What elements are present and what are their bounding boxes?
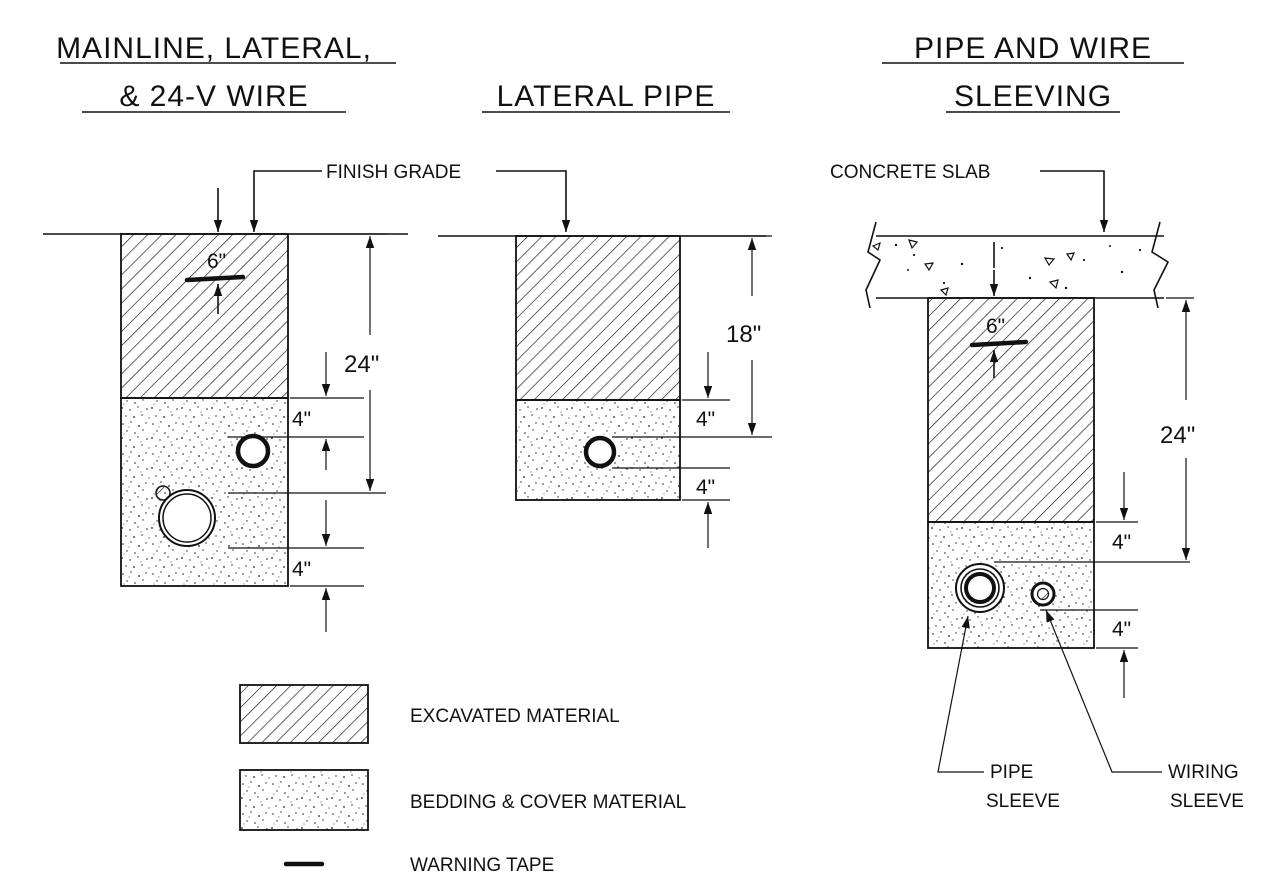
pipe-sleeve-label-line1: PIPE (990, 762, 1033, 783)
lateral-pipe (235, 433, 271, 469)
legend: EXCAVATED MATERIAL BEDDING & COVER MATER… (239, 684, 686, 876)
mainline-trench-detail: 6" 24" 4" 4" (43, 188, 408, 632)
mainline-title-line1: MAINLINE, LATERAL, (56, 32, 372, 65)
concrete-slab-leader (1040, 170, 1109, 232)
wiring-sleeve-label-line1: WIRING (1168, 762, 1239, 783)
mainline-pipe-inner (162, 493, 212, 543)
lateral-bottom-clearance-label: 4" (696, 476, 715, 499)
slab-break-right (1151, 221, 1170, 309)
wiring-sleeve-label-line2: SLEEVE (1170, 791, 1244, 812)
mainline-depth-label: 24" (344, 351, 379, 378)
excavated-fill (120, 233, 289, 399)
concrete-aggregate (894, 243, 1142, 290)
legend-excavated-label: EXCAVATED MATERIAL (410, 706, 620, 727)
concrete-aggregate-triangles (871, 239, 1075, 297)
bedding-fill (927, 521, 1095, 649)
lateral-trench-detail: 18" 4" 4" (438, 235, 772, 548)
warning-tape-mark (969, 339, 1029, 348)
legend-bedding-label: BEDDING & COVER MATERIAL (410, 792, 686, 813)
finish-grade-leader-right (496, 170, 571, 232)
lateral-pipe (583, 435, 617, 469)
excavated-fill (515, 235, 681, 401)
legend-excavated-swatch (239, 684, 369, 744)
pipe-sleeve-leader (937, 615, 984, 773)
tape-depth-label: 6" (207, 250, 226, 273)
finish-grade-label: FINISH GRADE (326, 162, 461, 183)
lateral-title: LATERAL PIPE (497, 80, 716, 113)
sleeving-title-line2: SLEEVING (954, 80, 1112, 113)
wiring-sleeve-leader (1045, 609, 1162, 773)
pipe-sleeve-label-line2: SLEEVE (986, 791, 1060, 812)
mainline-title-line2: & 24-V WIRE (119, 80, 308, 113)
lateral-top-clearance-label: 4" (696, 408, 715, 431)
sleeve-top-clearance-label: 4" (1112, 531, 1131, 554)
sleeve-depth-label: 24" (1160, 422, 1195, 449)
legend-bedding-swatch (239, 769, 369, 831)
sleeving-detail: CONCRETE SLAB 6" (830, 162, 1244, 812)
warning-tape-mark (184, 274, 246, 283)
legend-warning-tape-label: WARNING TAPE (410, 855, 554, 876)
excavated-fill (927, 297, 1095, 523)
sleeving-title-line1: PIPE AND WIRE (914, 32, 1152, 65)
concrete-slab-label: CONCRETE SLAB (830, 162, 990, 183)
wire-bundle (155, 485, 171, 501)
wiring-bundle (1036, 587, 1050, 601)
pipe-sleeve-inner-pipe (964, 572, 996, 604)
main-clearance-label: 4" (292, 558, 311, 581)
finish-grade-leader-left (249, 170, 322, 232)
bedding-fill (120, 397, 289, 587)
lateral-clearance-label: 4" (292, 408, 311, 431)
slab-break-left (865, 221, 882, 309)
lateral-depth-label: 18" (726, 321, 761, 348)
sleeve-bottom-clearance-label: 4" (1112, 618, 1131, 641)
sleeve-tape-depth-label: 6" (986, 315, 1005, 338)
